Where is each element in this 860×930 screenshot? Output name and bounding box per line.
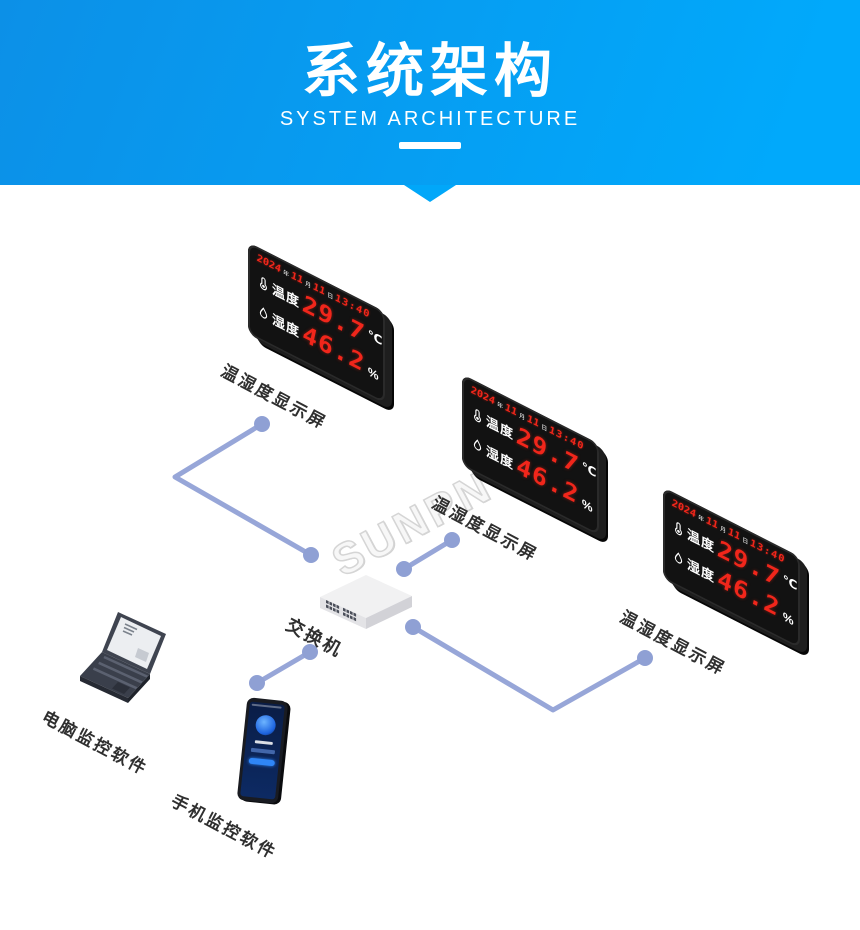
page-title: 系统架构: [301, 39, 558, 104]
led-display-face: 2024 年 11 月 11 日 13:40 温度 29.7 ℃: [663, 487, 800, 649]
led-day-unit: 日: [541, 424, 548, 434]
connection-node: [444, 532, 460, 548]
led-display-face: 2024 年 11 月 11 日 13:40 温度 29.7 ℃: [462, 374, 599, 536]
humidity-row: 湿度 46.2 %: [471, 428, 593, 517]
temperature-row: 温度 29.7 ℃: [471, 398, 596, 487]
led-day-unit: 日: [742, 537, 749, 547]
led-display-panel-3: 2024 年 11 月 11 日 13:40 温度 29.7 ℃: [663, 487, 800, 649]
phone-globe-graphic: [254, 714, 277, 737]
laptop-side-edge: [128, 674, 150, 703]
phone-login-button: [248, 757, 275, 767]
humidity-row: 湿度 46.2 %: [257, 296, 379, 385]
led-year-unit: 年: [283, 269, 290, 279]
connection-node: [396, 561, 412, 577]
header-banner: 系统架构 SYSTEM ARCHITECTURE: [0, 0, 860, 185]
humidity-icon: [473, 438, 482, 451]
laptop-front-edge: [80, 676, 128, 703]
humidity-unit: %: [581, 496, 593, 516]
laptop-trackpad: [112, 682, 130, 694]
connection-node: [637, 650, 653, 666]
led-month-unit: 月: [720, 526, 727, 536]
connection-node: [303, 547, 319, 563]
laptop: [80, 612, 166, 703]
page-subtitle: SYSTEM ARCHITECTURE: [279, 108, 581, 130]
led-display-panel-1: 2024 年 11 月 11 日 13:40 温度 29.7 ℃: [248, 242, 385, 404]
connection-line-switch-phone: [254, 649, 313, 686]
switch-top-face: [320, 575, 412, 618]
switch-side-face: [366, 596, 412, 629]
temperature-unit: ℃: [367, 327, 383, 349]
led-month-unit: 月: [519, 413, 526, 423]
connection-node: [254, 416, 270, 432]
thermometer-icon: [260, 276, 267, 290]
laptop-screen-panel: [135, 648, 149, 662]
phone-text-line: [250, 747, 275, 755]
connection-line-display2-switch: [401, 537, 455, 572]
phone-statusbar: [251, 703, 282, 709]
network-switch: [320, 575, 412, 629]
phone-text-line: [254, 740, 273, 745]
connection-node: [249, 675, 265, 691]
connection-line-switch-display3: [410, 624, 648, 713]
led-display-face: 2024 年 11 月 11 日 13:40 温度 29.7 ℃: [248, 242, 385, 404]
led-year-unit: 年: [698, 514, 705, 524]
temperature-row: 温度 29.7 ℃: [672, 511, 797, 600]
humidity-icon: [674, 551, 683, 564]
temperature-unit: ℃: [782, 572, 798, 594]
humidity-icon: [259, 306, 268, 319]
led-month-unit: 月: [305, 281, 312, 291]
connection-line-display1-switch: [172, 421, 314, 558]
banner-pointer: [404, 185, 456, 202]
laptop-screen-content: [122, 623, 138, 636]
humidity-unit: %: [782, 609, 794, 629]
thermometer-icon: [675, 521, 682, 535]
phone-screen: [240, 701, 285, 800]
switch-ports: [326, 600, 357, 622]
temperature-row: 温度 29.7 ℃: [257, 266, 382, 355]
led-year-unit: 年: [497, 401, 504, 411]
laptop-keyboard: [92, 655, 149, 690]
thermometer-icon: [474, 408, 481, 422]
connection-node: [302, 644, 318, 660]
humidity-row: 湿度 46.2 %: [672, 541, 794, 630]
led-display-panel-2: 2024 年 11 月 11 日 13:40 温度 29.7 ℃: [462, 374, 599, 536]
humidity-unit: %: [367, 364, 379, 384]
temperature-unit: ℃: [581, 459, 597, 481]
led-day-unit: 日: [327, 292, 334, 302]
title-underline: [399, 142, 461, 149]
connection-node: [405, 619, 421, 635]
